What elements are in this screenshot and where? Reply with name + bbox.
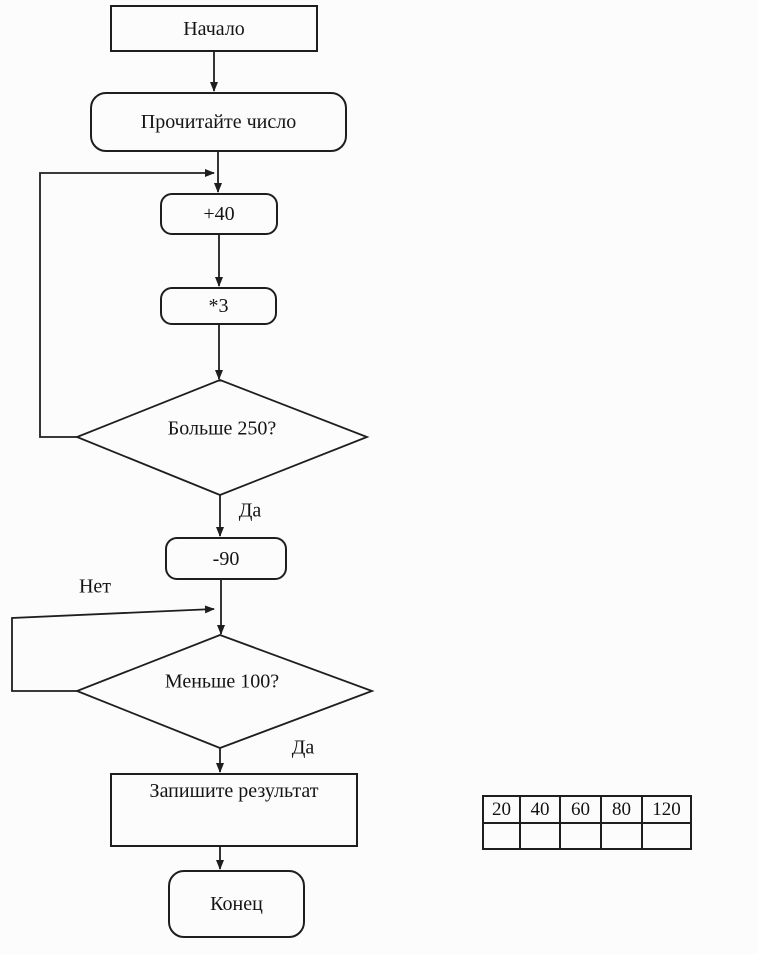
answer-cell: 60 — [559, 795, 602, 824]
add-40-label: +40 — [203, 203, 235, 225]
end-node: Конец — [168, 870, 305, 938]
multiply-3-node: *3 — [160, 287, 277, 325]
answer-table-empty-row — [482, 822, 692, 850]
edge-label-yes-2: Да — [291, 736, 315, 759]
answer-cell: 40 — [519, 795, 561, 824]
answer-empty-cell — [600, 822, 643, 850]
edge-label-yes-1: Да — [238, 499, 262, 522]
answer-table-values-row: 20 40 60 80 120 — [482, 795, 692, 824]
answer-table: 20 40 60 80 120 — [482, 795, 692, 850]
edge-decision1-no-loop — [39, 169, 215, 438]
read-number-node: Прочитайте число — [90, 92, 347, 152]
edge-decision2-no-loop — [11, 605, 215, 692]
add-40-node: +40 — [160, 193, 278, 235]
decision2-label: Меньше 100? — [164, 670, 280, 693]
answer-empty-cell — [559, 822, 602, 850]
read-number-label: Прочитайте число — [140, 111, 297, 133]
start-node-label: Начало — [183, 17, 245, 40]
start-node: Начало — [110, 5, 318, 52]
answer-cell: 80 — [600, 795, 643, 824]
write-result-label: Запишите результат — [149, 780, 319, 802]
decision1-label: Больше 250? — [167, 417, 277, 440]
subtract-90-node: -90 — [165, 537, 287, 580]
edge-label-no-1: Нет — [78, 575, 112, 598]
answer-empty-cell — [519, 822, 561, 850]
write-result-node: Запишите результат — [110, 773, 358, 847]
decision1-diamond-shape — [74, 379, 370, 496]
decision2-diamond-shape — [74, 634, 375, 749]
answer-cell: 20 — [482, 795, 521, 824]
subtract-90-label: -90 — [212, 547, 240, 570]
answer-empty-cell — [641, 822, 692, 850]
answer-cell: 120 — [641, 795, 692, 824]
end-node-label: Конец — [210, 893, 263, 915]
answer-empty-cell — [482, 822, 521, 850]
multiply-3-label: *3 — [208, 295, 229, 317]
